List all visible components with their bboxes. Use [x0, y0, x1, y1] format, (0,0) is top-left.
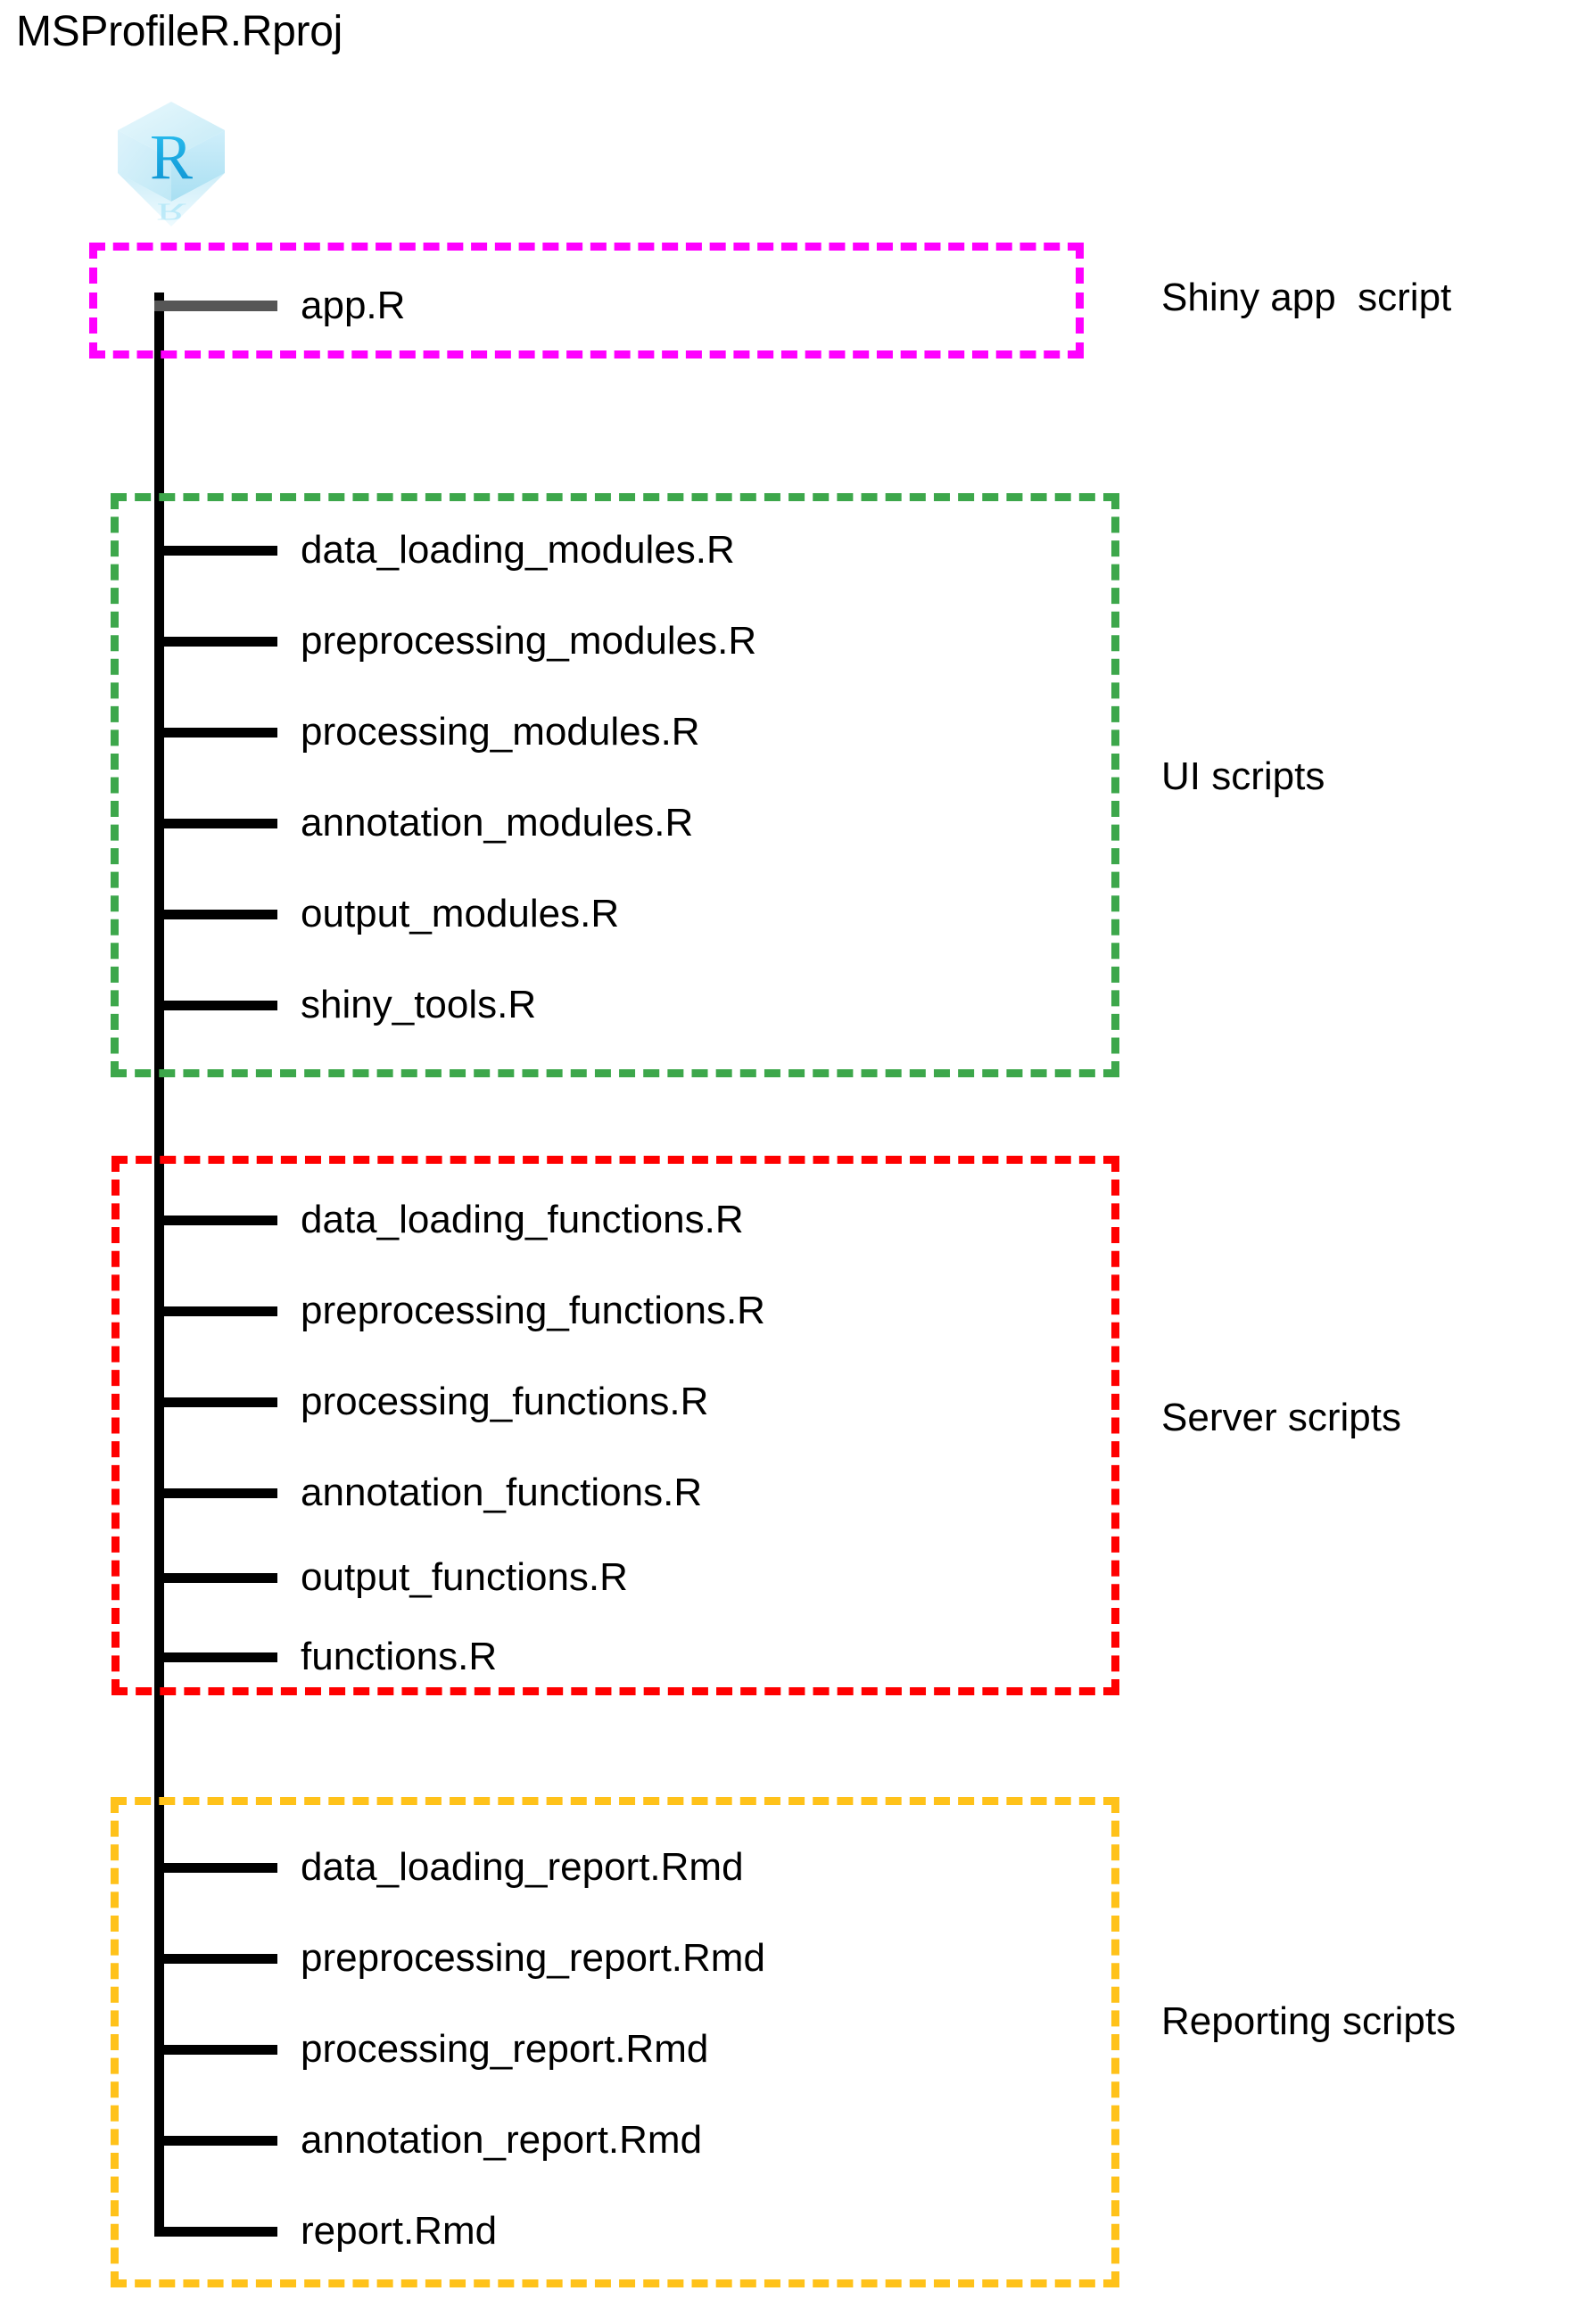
file-label: annotation_modules.R	[301, 801, 694, 845]
file-label: preprocessing_functions.R	[301, 1289, 765, 1332]
file-row[interactable]: output_modules.R	[154, 886, 619, 942]
file-label: processing_functions.R	[301, 1380, 709, 1423]
file-row[interactable]: data_loading_functions.R	[154, 1192, 744, 1248]
tree-trunk-line	[154, 293, 164, 2233]
branch-connector	[154, 1862, 277, 1873]
file-row[interactable]: preprocessing_functions.R	[154, 1283, 765, 1339]
file-row[interactable]: processing_report.Rmd	[154, 2022, 708, 2077]
branch-connector	[154, 909, 277, 919]
file-row[interactable]: annotation_report.Rmd	[154, 2113, 702, 2168]
file-label: preprocessing_modules.R	[301, 619, 757, 663]
file-label: output_functions.R	[301, 1555, 628, 1599]
branch-connector	[154, 1652, 277, 1662]
branch-connector	[154, 1953, 277, 1964]
branch-connector	[154, 2044, 277, 2055]
branch-connector	[154, 1306, 277, 1316]
group-caption-server-scripts: Server scripts	[1161, 1396, 1401, 1439]
file-label: shiny_tools.R	[301, 983, 537, 1026]
file-row[interactable]: report.Rmd	[154, 2204, 497, 2259]
branch-connector	[154, 727, 277, 738]
file-row[interactable]: functions.R	[154, 1629, 497, 1685]
branch-connector	[154, 1000, 277, 1010]
file-row[interactable]: preprocessing_modules.R	[154, 614, 756, 669]
branch-connector	[154, 1572, 277, 1583]
file-label: report.Rmd	[301, 2209, 498, 2253]
branch-connector	[154, 545, 277, 556]
file-label: annotation_report.Rmd	[301, 2118, 703, 2162]
svg-text:R: R	[150, 121, 193, 193]
branch-connector	[154, 636, 277, 647]
file-row[interactable]: annotation_functions.R	[154, 1465, 702, 1520]
file-label: functions.R	[301, 1635, 498, 1678]
file-label: annotation_functions.R	[301, 1471, 703, 1514]
branch-connector	[154, 1397, 277, 1407]
branch-connector	[154, 2135, 277, 2146]
file-row[interactable]: output_functions.R	[154, 1550, 628, 1605]
r-project-icon: R R	[109, 96, 234, 230]
group-caption-shiny-app: Shiny app script	[1161, 276, 1452, 319]
file-row[interactable]: preprocessing_report.Rmd	[154, 1931, 765, 1986]
file-label: data_loading_modules.R	[301, 528, 735, 572]
branch-connector	[154, 2226, 277, 2237]
group-caption-reporting-scripts: Reporting scripts	[1161, 1999, 1457, 2043]
branch-connector	[154, 818, 277, 828]
file-row[interactable]: annotation_modules.R	[154, 795, 693, 851]
svg-text:R: R	[156, 199, 186, 227]
branch-connector	[154, 1488, 277, 1498]
file-row[interactable]: processing_functions.R	[154, 1374, 708, 1430]
file-label: processing_modules.R	[301, 710, 700, 754]
file-label: data_loading_functions.R	[301, 1198, 744, 1241]
branch-connector	[154, 1215, 277, 1225]
file-row[interactable]: app.R	[154, 278, 405, 334]
file-row[interactable]: shiny_tools.R	[154, 977, 536, 1033]
file-row[interactable]: data_loading_modules.R	[154, 523, 735, 578]
file-label: processing_report.Rmd	[301, 2027, 709, 2071]
file-label: output_modules.R	[301, 892, 620, 935]
group-caption-ui-scripts: UI scripts	[1161, 754, 1325, 798]
page-title: MSProfileR.Rproj	[16, 8, 343, 55]
file-label: preprocessing_report.Rmd	[301, 1936, 765, 1980]
file-label: app.R	[301, 284, 406, 327]
branch-connector	[154, 301, 277, 311]
file-row[interactable]: data_loading_report.Rmd	[154, 1840, 744, 1895]
file-label: data_loading_report.Rmd	[301, 1845, 744, 1889]
file-row[interactable]: processing_modules.R	[154, 705, 700, 760]
